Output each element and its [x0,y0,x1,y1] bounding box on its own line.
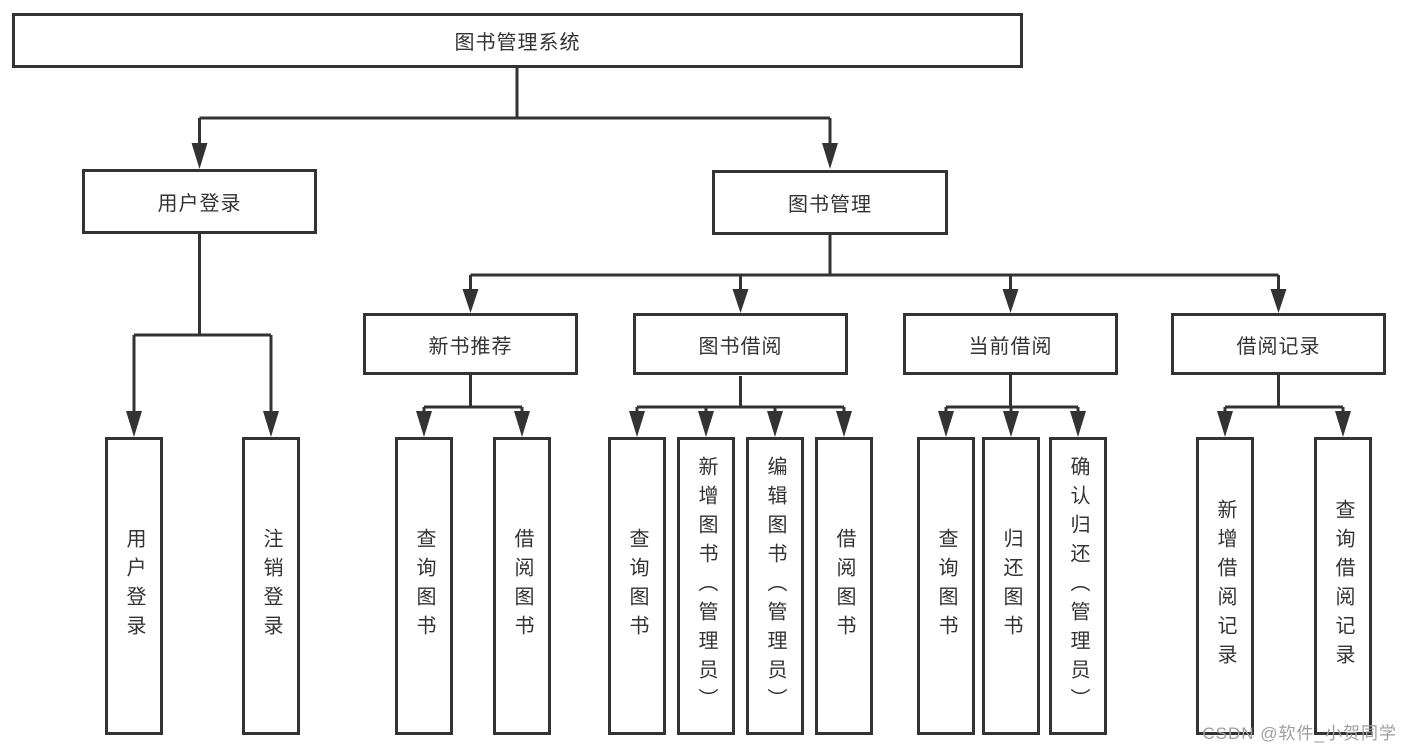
leaf-borrow-books-label: 借阅图书 [833,528,855,644]
leaf-return-books-label: 归还图书 [1000,528,1022,644]
leaf-query-books-borrow-label: 查询图书 [626,528,648,644]
leaf-query-books-current-label: 查询图书 [935,528,957,644]
leaf-edit-book-admin-label: 编辑图书（管理员） [764,455,786,717]
leaf-query-borrow-record: 查询借阅记录 [1314,437,1372,735]
leaf-borrow-books-recommend: 借阅图书 [493,437,551,735]
leaf-logout-label: 注销登录 [260,528,282,644]
node-borrow-records-label: 借阅记录 [1236,335,1321,358]
leaf-query-books-recommend: 查询图书 [395,437,453,735]
csdn-watermark: CSDN @软件_小贺同学 [1202,724,1397,743]
node-new-book-recommend-label: 新书推荐 [428,335,513,358]
node-book-management: 图书管理 [712,170,948,235]
node-root-system-label: 图书管理系统 [454,32,581,54]
leaf-query-books-recommend-label: 查询图书 [413,528,435,644]
node-user-login: 用户登录 [82,169,317,234]
leaf-user-login-label: 用户登录 [123,528,145,644]
node-new-book-recommend: 新书推荐 [363,313,578,375]
leaf-add-borrow-record-label: 新增借阅记录 [1214,499,1236,673]
node-book-borrow-label: 图书借阅 [698,335,783,358]
leaf-add-book-admin-label: 新增图书（管理员） [695,455,717,717]
node-user-login-label: 用户登录 [157,193,242,215]
node-book-management-label: 图书管理 [788,194,872,216]
node-book-borrow: 图书借阅 [633,313,848,375]
leaf-borrow-books-recommend-label: 借阅图书 [511,528,533,644]
leaf-add-borrow-record: 新增借阅记录 [1196,437,1254,735]
leaf-query-borrow-record-label: 查询借阅记录 [1332,499,1354,673]
leaf-confirm-return-admin-label: 确认归还（管理员） [1067,455,1089,717]
leaf-borrow-books: 借阅图书 [815,437,873,735]
arrowheads [126,143,1351,437]
leaf-user-login: 用户登录 [105,437,163,735]
leaf-confirm-return-admin: 确认归还（管理员） [1049,437,1107,735]
leaf-edit-book-admin: 编辑图书（管理员） [746,437,804,735]
leaf-query-books-borrow: 查询图书 [608,437,666,735]
node-borrow-records: 借阅记录 [1171,313,1386,375]
leaf-query-books-current: 查询图书 [917,437,975,735]
node-current-borrow: 当前借阅 [903,313,1118,375]
leaf-add-book-admin: 新增图书（管理员） [677,437,735,735]
node-root-system: 图书管理系统 [12,13,1023,68]
node-current-borrow-label: 当前借阅 [968,335,1053,358]
leaf-return-books: 归还图书 [982,437,1040,735]
leaf-logout: 注销登录 [242,437,300,735]
